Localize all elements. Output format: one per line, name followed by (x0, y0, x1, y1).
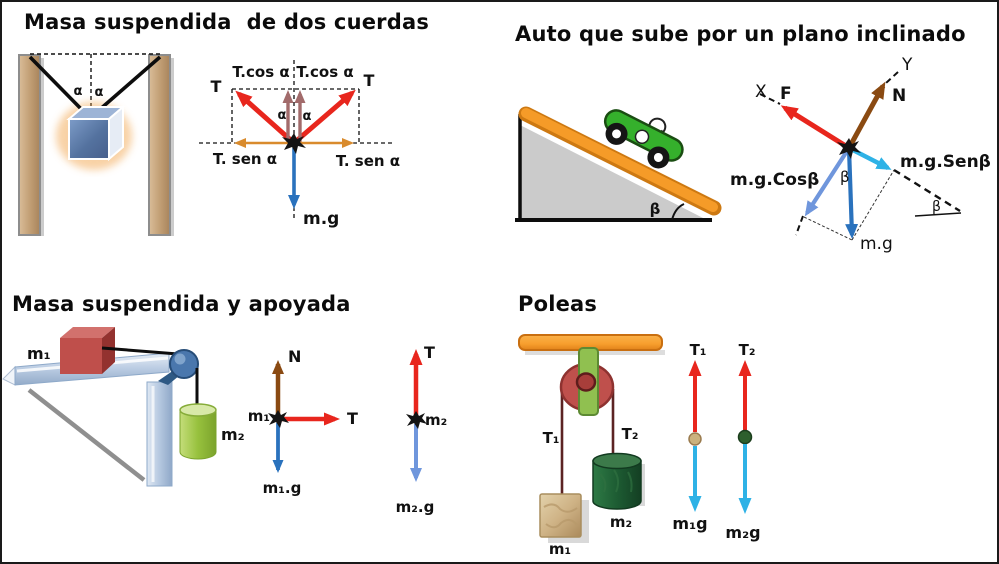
fbd-alpha-left: α (278, 108, 287, 123)
section-title-two-ropes: Masa suspendida de dos cuerdas (24, 10, 430, 34)
diagram-supported: m₁ m₂ N T m₁.g m₁ T m₂ m₂.g (2, 327, 448, 516)
fbd-two-ropes: T.cos α T.cos α T T α α T. sen α T. sen … (199, 60, 400, 229)
fbd-m1: N T m₁.g m₁ (248, 347, 358, 497)
rope-t2-label: T₂ (622, 425, 639, 443)
left-rope (28, 55, 92, 120)
cos-direction-dashed (795, 215, 804, 236)
bracket-illustration: m₁ m₂ (2, 327, 245, 487)
y-axis-label: Y (901, 55, 913, 75)
vertical-post (146, 381, 173, 487)
diagonal-brace (27, 388, 146, 482)
section-title-incline: Auto que sube por un plano inclinado (515, 22, 966, 46)
beta-baseline (914, 212, 962, 217)
block-m1-label: m₁ (27, 344, 51, 363)
tension-arrow-left (235, 90, 296, 145)
hanging-cube (66, 104, 126, 162)
mass-label: m₂ (425, 411, 447, 429)
force-f-label: F (780, 84, 792, 104)
ramp-surface (521, 108, 718, 212)
tension-label-right: T (364, 71, 375, 90)
block-m1 (60, 327, 115, 374)
fbd-m2: T m₂ m₂.g (396, 343, 448, 516)
mass-m1-dot (688, 432, 702, 446)
tcos-label-left: T.cos α (232, 63, 289, 81)
particle-point (268, 410, 289, 428)
knot-point (282, 133, 306, 154)
incline-triangle (520, 125, 707, 220)
weight-label: m₁.g (263, 479, 302, 497)
normal-arrow (846, 81, 886, 150)
mg-sen-label: m.g.Senβ (900, 152, 991, 172)
x-axis-dashed (759, 93, 781, 105)
mg-arrow (845, 147, 859, 239)
tsen-label-left: T. sen α (213, 150, 277, 168)
weight-m1-label: m₁g (672, 514, 707, 533)
pulley-hub (575, 372, 597, 392)
particle-point (837, 138, 861, 159)
mass-m2-dot (737, 429, 753, 445)
normal-label: N (892, 86, 906, 106)
weight-label: m₂.g (396, 498, 435, 516)
fbd-pulley-m2: T₂ m₂g (725, 341, 760, 542)
mass-label: m₁ (248, 407, 270, 425)
incline-beta-label: β (650, 200, 661, 218)
weight-m2-label: m₂g (725, 523, 760, 542)
cylinder-m2-label: m₂ (221, 425, 245, 444)
parallelogram-side (803, 216, 853, 241)
diagram-pulleys: T₁ T₂ m₁ m₂ T₁ m₁g T₂ (518, 334, 761, 558)
stone-m1-label: m₁ (549, 540, 571, 558)
rope-horizontal (101, 346, 179, 356)
tension-arrow-right (292, 89, 356, 145)
x-axis-label: X (755, 82, 767, 102)
diagram-two-ropes: α α T.cos α T.cos α T T α (18, 53, 400, 236)
beta-incline-label: β (932, 199, 941, 215)
tension-t1-label: T₁ (690, 341, 707, 359)
tension-t2-label: T₂ (739, 341, 756, 359)
fbd-incline: X F Y N m.g.Senβ m.g.Cosβ m.g β β (730, 55, 991, 254)
cylinder-m2-label: m₂ (610, 513, 632, 531)
left-post (18, 54, 41, 236)
section-title-supported: Masa suspendida y apoyada (12, 292, 351, 316)
weight-label: m.g (303, 209, 339, 229)
tension-label-left: T (211, 77, 222, 96)
beam-end-cap (2, 365, 16, 386)
tension-label: T (347, 409, 358, 428)
angle-alpha-left-label: α (74, 84, 83, 99)
mg-cos-label: m.g.Cosβ (730, 170, 819, 190)
parallelogram-side (851, 169, 895, 241)
section-title-pulleys: Poleas (518, 292, 598, 316)
pulley-illustration: T₁ T₂ m₁ m₂ (518, 334, 665, 558)
right-post (148, 54, 171, 236)
mg-cos-arrow (804, 146, 851, 217)
y-axis-dashed (885, 71, 899, 84)
incline-direction-dashed (893, 168, 961, 213)
angle-alpha-right-label: α (95, 85, 104, 100)
cylinder-m2 (179, 403, 217, 460)
rope-t1-label: T₁ (543, 429, 560, 447)
beta-center-label: β (840, 168, 850, 186)
diagram-incline: β (515, 55, 991, 254)
car (603, 109, 684, 169)
particle-point (406, 411, 427, 429)
tcos-label-right: T.cos α (296, 63, 353, 81)
fbd-alpha-right: α (303, 109, 312, 124)
car-roundel (634, 129, 650, 145)
tension-label: T (424, 343, 435, 362)
tsen-label-right: T. sen α (336, 152, 400, 170)
angle-arc (671, 203, 685, 221)
normal-label: N (288, 347, 301, 366)
force-f-arrow (780, 105, 851, 151)
stone-block-m1 (539, 493, 582, 538)
fbd-pulley-m1: T₁ m₁g (672, 341, 707, 533)
incline-illustration: β (515, 106, 722, 222)
corner-pulley (158, 349, 199, 385)
mg-label: m.g (860, 234, 893, 254)
